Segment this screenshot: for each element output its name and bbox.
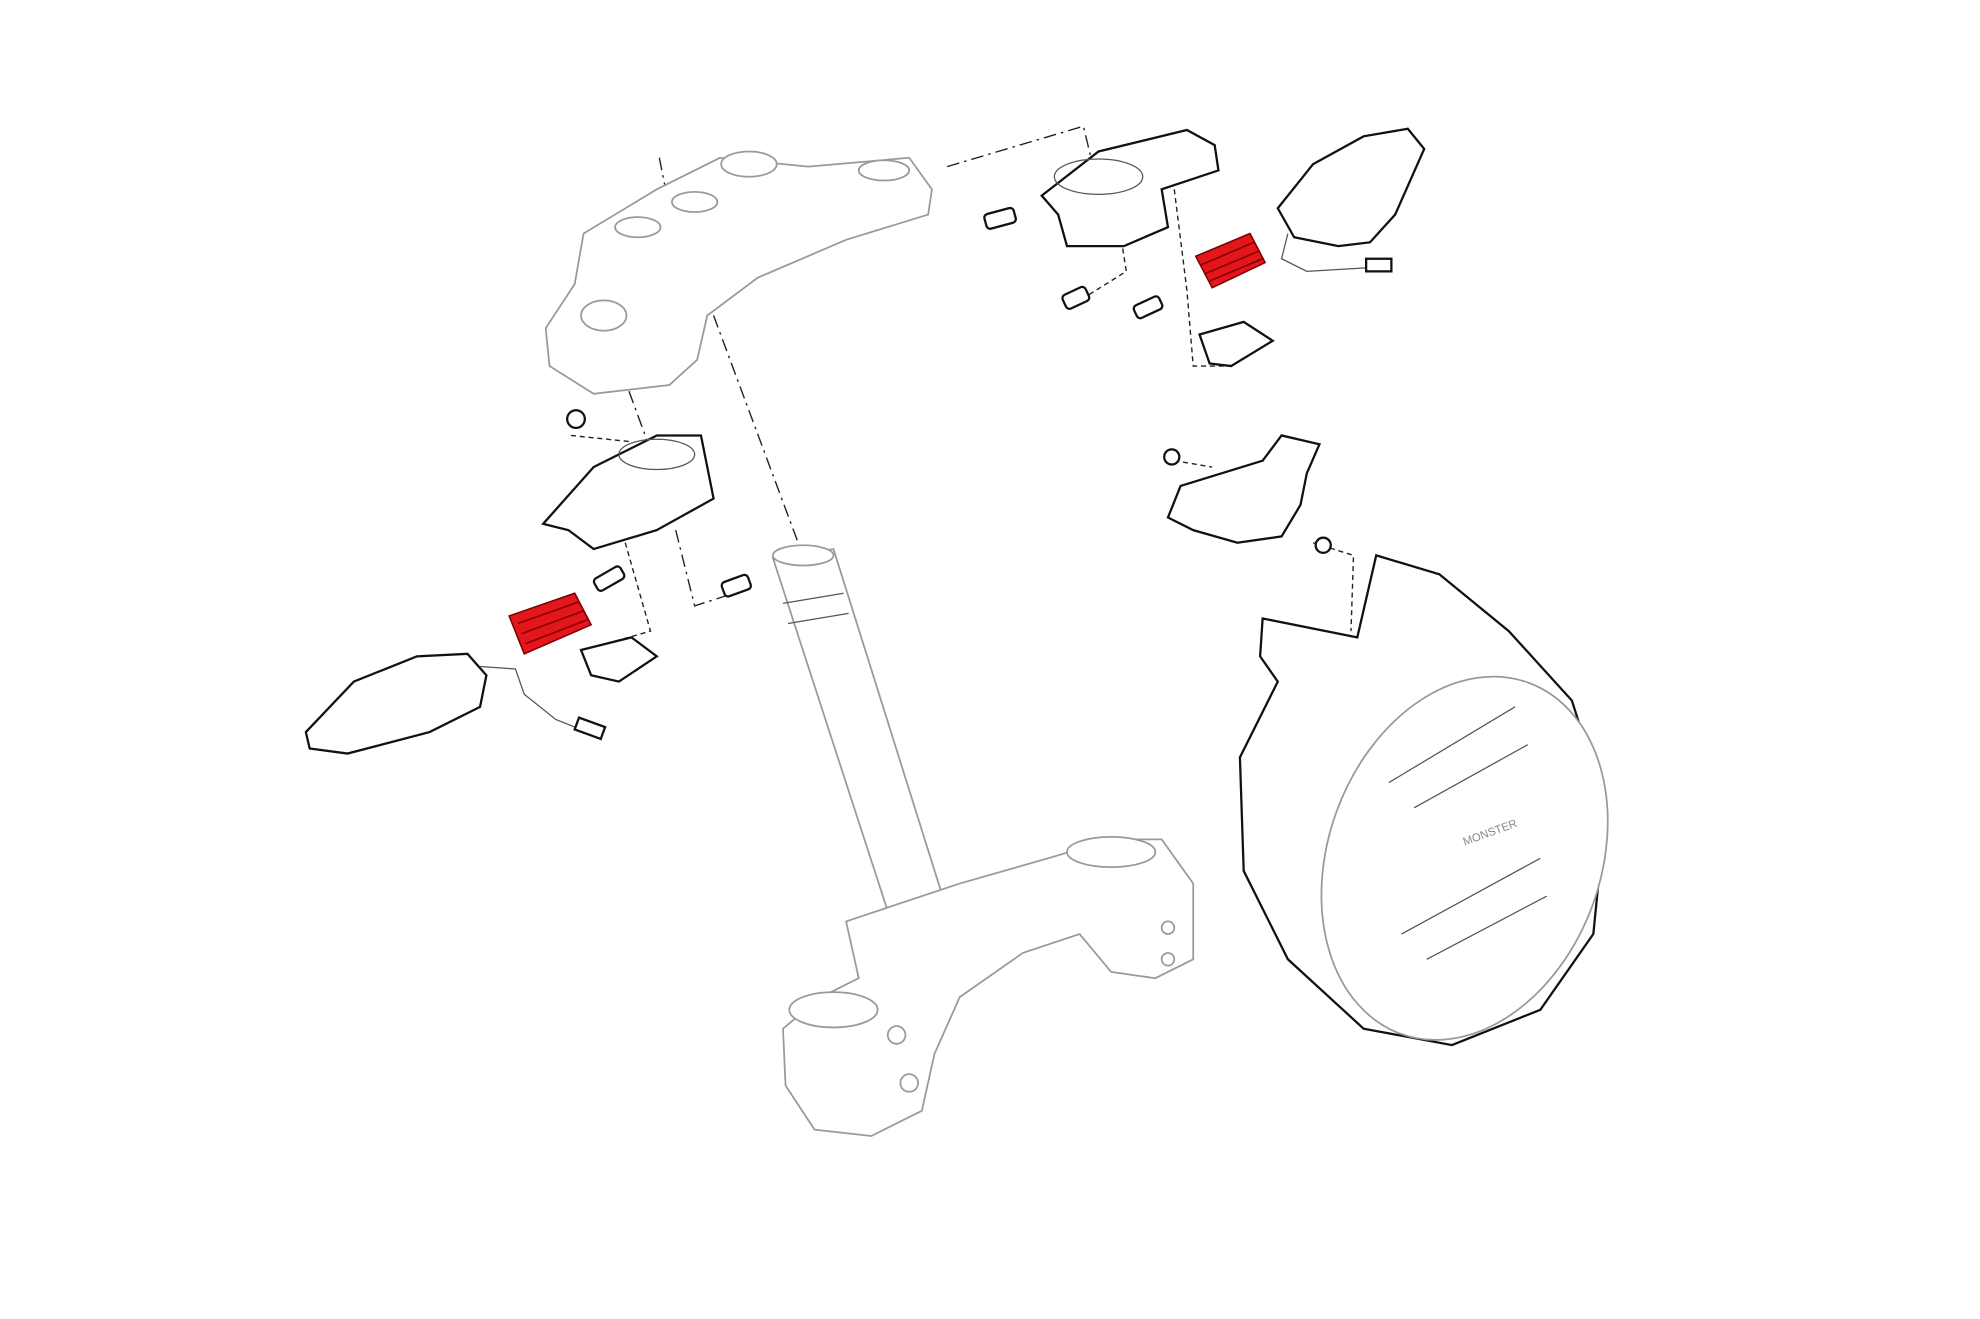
headlight: MONSTER [1238, 553, 1609, 1047]
bolts [566, 206, 1332, 598]
left-backing-plate [579, 636, 659, 683]
washer [1314, 536, 1332, 554]
headlight-bracket [1166, 434, 1322, 544]
lower-triple-clamp [782, 835, 1195, 1137]
screw [566, 409, 586, 430]
steering-stem [771, 544, 946, 920]
bolt [592, 565, 626, 592]
bolt [983, 206, 1017, 230]
bolt [720, 573, 753, 598]
rubber-damper-right [1194, 232, 1267, 289]
right-indicator-mount [1040, 128, 1220, 248]
bolt [1061, 285, 1091, 310]
screw [1163, 448, 1181, 466]
bolt [1132, 295, 1164, 320]
connector [573, 716, 607, 741]
upper-triple-clamp [544, 150, 933, 395]
left-indicator-mount [541, 434, 715, 551]
left-turn-indicator [304, 652, 607, 755]
rubber-damper-left [508, 592, 593, 655]
connector [1364, 257, 1393, 273]
right-backing-plate [1198, 320, 1275, 368]
right-turn-indicator [1276, 127, 1426, 273]
